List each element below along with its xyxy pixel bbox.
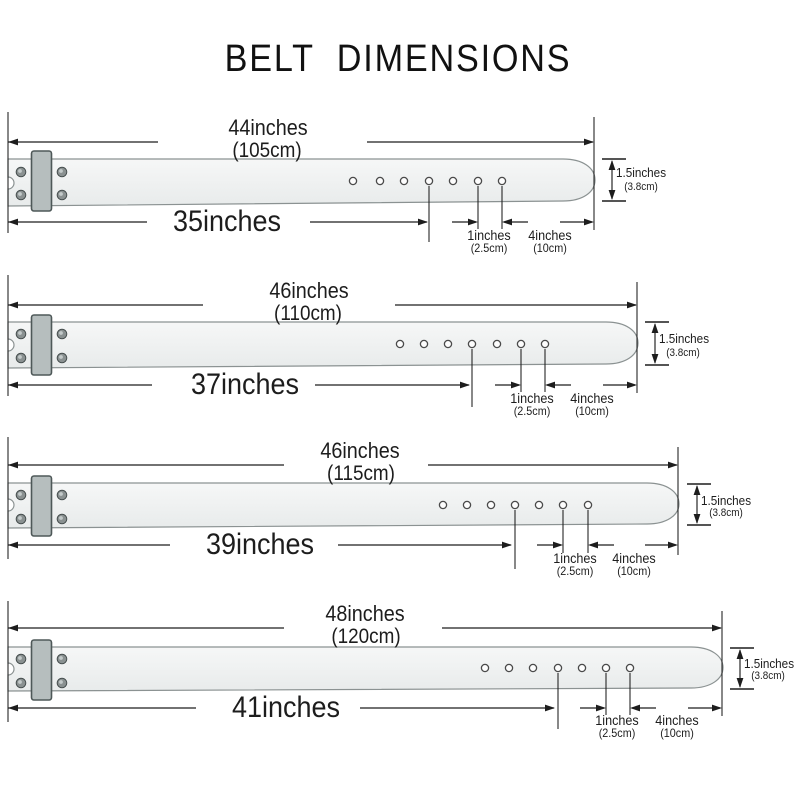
belt2-tip-spacing-cm: (10cm) (575, 404, 609, 418)
belt3-holes (438, 500, 593, 510)
belt3-tip-spacing-inches: 4inches (612, 550, 656, 566)
belt4-total-inches: 48inches (325, 601, 405, 626)
belt4-hole-spacing-inches: 1inches (595, 712, 639, 728)
belt3-dimension-lines (7, 437, 711, 569)
belt1-total-inches: 44inches (228, 115, 308, 140)
belt1-total-cm: (105cm) (232, 139, 302, 162)
belt1-tip-spacing-inches: 4inches (528, 227, 572, 243)
belt3-width-cm: (3.8cm) (709, 507, 743, 519)
belt3-hole-spacing-inches: 1inches (553, 550, 597, 566)
belt3-drawing (7, 437, 711, 569)
belt3-total-cm: (115cm) (327, 462, 395, 485)
belt4-size-label: 41inches (231, 691, 341, 724)
belt3-width-inches: 1.5inches (700, 493, 752, 508)
belt1-drawing (7, 112, 626, 242)
belt2-holes (395, 339, 550, 349)
belt1-dimension-lines (7, 112, 626, 242)
page-title: BELT DIMENSIONS (224, 38, 572, 80)
belt2-dimension-lines (7, 275, 669, 407)
belt2-width-cm: (3.8cm) (666, 347, 700, 359)
belt2-total-cm: (110cm) (274, 302, 342, 325)
belt1-width-inches: 1.5inches (615, 165, 667, 180)
belt1-hole-spacing-inches: 1inches (467, 227, 511, 243)
belt2-hole-spacing-inches: 1inches (510, 390, 554, 406)
belt4-tip-spacing-inches: 4inches (655, 712, 699, 728)
belt4-buckle (30, 639, 53, 701)
belt2-tip-spacing-inches: 4inches (570, 390, 614, 406)
belt4-holes (480, 663, 635, 673)
belt2-buckle (30, 314, 53, 376)
belt1-holes (348, 176, 507, 186)
belt1-hole-spacing-cm: (2.5cm) (470, 241, 508, 255)
belt3-hole-spacing-cm: (2.5cm) (556, 564, 594, 578)
belt2-strap (7, 321, 639, 369)
belt1-strap (7, 158, 596, 207)
belt1-width-cm: (3.8cm) (624, 181, 658, 193)
belt4-width-cm: (3.8cm) (751, 670, 785, 682)
belt3-total-inches: 46inches (320, 438, 400, 463)
belt3-buckle (30, 475, 53, 537)
belt3-tip-spacing-cm: (10cm) (617, 564, 651, 578)
belt2-total-inches: 46inches (269, 278, 349, 303)
belt4-rivets (15, 653, 68, 689)
belt4-drawing (7, 601, 754, 729)
belt2-size-label: 37inches (190, 368, 300, 401)
belt4-total-cm: (120cm) (331, 625, 401, 648)
belt4-hole-spacing-cm: (2.5cm) (598, 726, 636, 740)
belt4-tip-spacing-cm: (10cm) (660, 726, 694, 740)
belt1-tip-spacing-cm: (10cm) (533, 241, 567, 255)
belt3-strap (7, 482, 680, 529)
belt1-buckle (30, 150, 53, 212)
belt2-drawing (7, 275, 669, 407)
belt2-rivets (15, 328, 68, 364)
belt4-strap (7, 646, 724, 692)
belt3-rivets (15, 489, 68, 525)
belt3-size-label: 39inches (205, 528, 315, 561)
belt4-dimension-lines (7, 601, 754, 729)
belt1-size-label: 35inches (172, 205, 282, 238)
belt1-rivets (15, 166, 68, 201)
belt2-hole-spacing-cm: (2.5cm) (513, 404, 551, 418)
belt4-width-inches: 1.5inches (743, 656, 795, 671)
belt2-width-inches: 1.5inches (658, 331, 710, 346)
